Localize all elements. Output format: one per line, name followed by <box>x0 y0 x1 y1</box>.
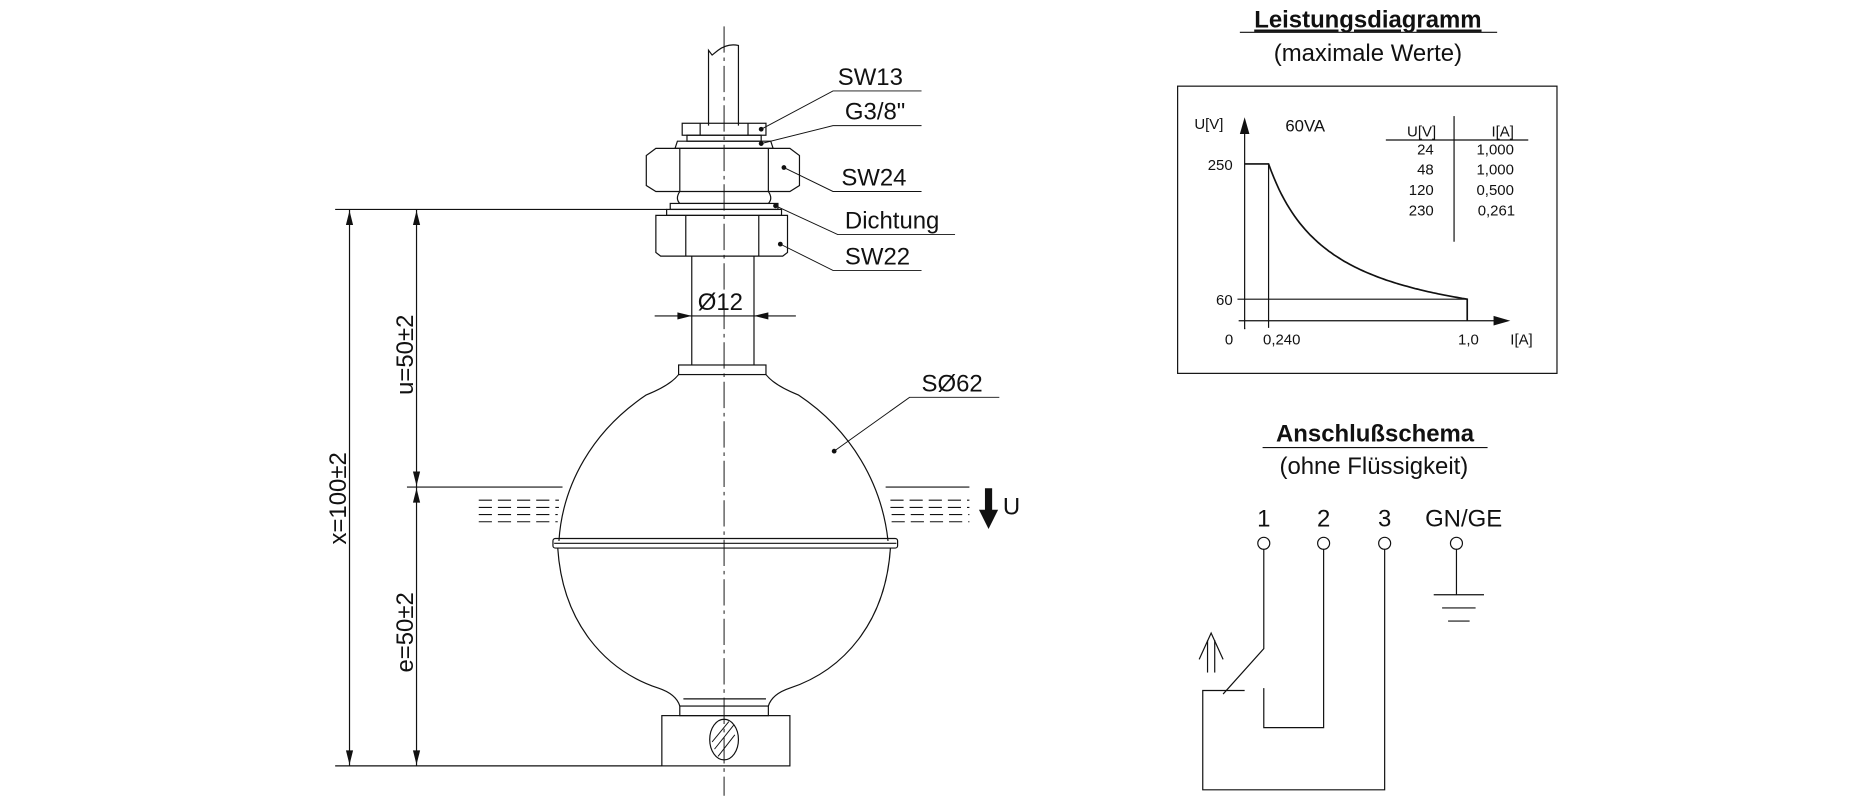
terminal-gnge-label: GN/GE <box>1425 506 1502 533</box>
performance-diagram: Leistungsdiagramm (maximale Werte) U[V] … <box>1177 7 1558 374</box>
svg-text:24: 24 <box>1417 141 1434 158</box>
power-label: 60VA <box>1285 117 1326 136</box>
label-dichtung: Dichtung <box>845 208 939 235</box>
seam-flange <box>552 537 899 549</box>
svg-text:0,261: 0,261 <box>1478 202 1515 219</box>
table-row: 120 0,500 <box>1409 182 1514 199</box>
terminal-2 <box>1317 536 1331 550</box>
float-sphere <box>558 374 680 541</box>
y-tick-250: 250 <box>1208 157 1233 174</box>
svg-text:1,000: 1,000 <box>1477 162 1514 179</box>
wire-2 <box>1263 549 1325 729</box>
table-row: 24 1,000 <box>1417 141 1514 158</box>
performance-title: Leistungsdiagramm <box>1254 7 1481 34</box>
screw-hole <box>709 718 740 761</box>
ground-icon <box>1433 549 1484 622</box>
label-sw13: SW13 <box>838 64 903 91</box>
table-row: 230 0,261 <box>1409 202 1515 219</box>
terminal-gnge <box>1449 536 1464 550</box>
up-arrow-icon <box>1198 631 1224 673</box>
dimension-x: x=100±2 <box>325 209 354 766</box>
switch-contact <box>1222 549 1265 695</box>
terminal-3 <box>1378 536 1392 550</box>
power-curve <box>1244 163 1469 321</box>
y-axis-label: U[V] <box>1194 116 1223 133</box>
svg-text:1,000: 1,000 <box>1477 141 1514 158</box>
u-arrow-label: U <box>1003 494 1020 521</box>
svg-text:x=100±2: x=100±2 <box>325 452 352 544</box>
chart-frame <box>1177 85 1558 374</box>
values-table: U[V] I[A] 24 1,000 48 1,000 120 0,500 230 0,… <box>1385 116 1529 242</box>
table-row: 48 1,000 <box>1417 162 1514 179</box>
terminal-2-label: 2 <box>1317 506 1330 533</box>
label-sw24: SW24 <box>841 164 906 191</box>
x-axis-label: I[A] <box>1510 332 1532 349</box>
float-switch-drawing: U x=100±2 u=50±2 e=50±2 Ø12 SW13 <box>325 26 1020 796</box>
svg-text:0,500: 0,500 <box>1477 182 1514 199</box>
svg-text:Ø12: Ø12 <box>698 289 743 316</box>
x-tick-0240: 0,240 <box>1263 332 1300 349</box>
svg-text:120: 120 <box>1409 182 1434 199</box>
schema-subtitle: (ohne Flüssigkeit) <box>1279 453 1468 480</box>
liquid-hatch <box>478 499 970 523</box>
table-header-u: U[V] <box>1407 123 1436 140</box>
svg-text:230: 230 <box>1409 202 1434 219</box>
performance-subtitle: (maximale Werte) <box>1274 40 1462 67</box>
terminal-3-label: 3 <box>1378 506 1391 533</box>
y-tick-60: 60 <box>1216 292 1233 309</box>
terminal-1-label: 1 <box>1257 506 1270 533</box>
terminal-1 <box>1257 536 1271 550</box>
dimension-d12: Ø12 <box>654 289 796 320</box>
upper-collar <box>678 364 767 376</box>
dimension-e: e=50±2 <box>392 487 421 766</box>
sw22-nut <box>655 214 789 257</box>
x-tick-0: 0 <box>1225 332 1233 349</box>
base-block <box>661 715 791 767</box>
schema-title: Anschlußschema <box>1276 421 1475 448</box>
cable <box>707 44 740 126</box>
label-sw22: SW22 <box>845 243 910 270</box>
label-s62: SØ62 <box>922 370 983 397</box>
table-header-i: I[A] <box>1491 123 1513 140</box>
dimension-u: u=50±2 <box>392 209 421 488</box>
svg-text:e=50±2: e=50±2 <box>392 592 419 672</box>
down-arrow-icon <box>978 488 999 529</box>
wire-3 <box>1202 549 1386 791</box>
y-axis-arrow-icon <box>1239 117 1250 135</box>
label-g38: G3/8" <box>845 99 905 126</box>
svg-text:48: 48 <box>1417 162 1434 179</box>
x-tick-1: 1,0 <box>1458 332 1479 349</box>
connection-schema: Anschlußschema (ohne Flüssigkeit) 1 2 3 … <box>1198 421 1502 791</box>
x-axis-arrow-icon <box>1493 315 1511 326</box>
sw24-nut <box>645 147 801 193</box>
svg-text:u=50±2: u=50±2 <box>392 315 419 395</box>
callouts: SW13 G3/8" SW24 Dichtung SW22 SØ62 <box>758 64 1000 454</box>
